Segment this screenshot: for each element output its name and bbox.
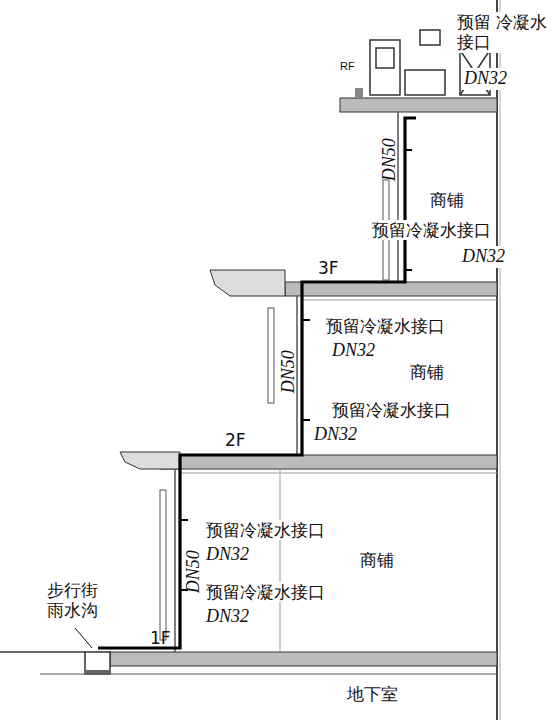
- ceiling-line: [180, 473, 497, 474]
- window: [160, 490, 166, 640]
- pipe-size: DN50: [183, 550, 205, 593]
- room-name: 商铺: [408, 362, 446, 382]
- connection-stub: [180, 150, 412, 590]
- floor-name: 3F: [318, 258, 339, 278]
- room-name: 商铺: [358, 550, 396, 570]
- pipe-size: DN32: [312, 424, 359, 446]
- room-name: 地下室: [345, 684, 400, 704]
- leader-line: [75, 628, 92, 648]
- pipe-size: DN32: [462, 68, 509, 90]
- parapet: [355, 88, 363, 98]
- floor-name: RF: [340, 60, 355, 73]
- planter: [210, 270, 285, 296]
- floor-name: 2F: [225, 430, 246, 450]
- rain-gutter: [85, 652, 110, 674]
- roof-slab: [340, 98, 497, 112]
- note-label: 预留冷凝水接口: [204, 520, 327, 540]
- pipe-size: DN32: [460, 246, 507, 268]
- ceiling-line: [300, 300, 497, 301]
- wall: [397, 112, 399, 282]
- planter: [120, 452, 180, 469]
- note-label: 预留冷凝水接口: [370, 220, 493, 240]
- ground-slab: [110, 652, 497, 666]
- room-name: 商铺: [428, 190, 466, 210]
- note-label: 预留冷凝水接口: [204, 582, 327, 602]
- ground-line: [0, 651, 85, 653]
- grid-line: [280, 469, 281, 660]
- gutter-base: [85, 670, 110, 674]
- pipe-size: DN50: [379, 138, 401, 181]
- pipe-size: DN32: [330, 340, 377, 362]
- wall: [174, 469, 176, 660]
- floor-name: 1F: [150, 628, 171, 648]
- note-label: 预留冷凝水接口: [324, 316, 447, 336]
- pipe-size: DN50: [278, 350, 300, 393]
- pipe-size: DN32: [204, 544, 251, 566]
- window: [268, 308, 274, 403]
- note-label: 预留冷凝水接口: [330, 400, 453, 420]
- floor-slab: [285, 282, 497, 296]
- gutter-label: 步行街 雨水沟: [45, 580, 107, 621]
- condensate-pipe: [98, 118, 416, 648]
- basement-line: [40, 674, 497, 675]
- pipe-size: DN32: [204, 606, 251, 628]
- facade-line: [500, 0, 501, 720]
- floor-slab: [160, 455, 497, 469]
- note-label: 预留 冷凝水接口: [455, 12, 551, 53]
